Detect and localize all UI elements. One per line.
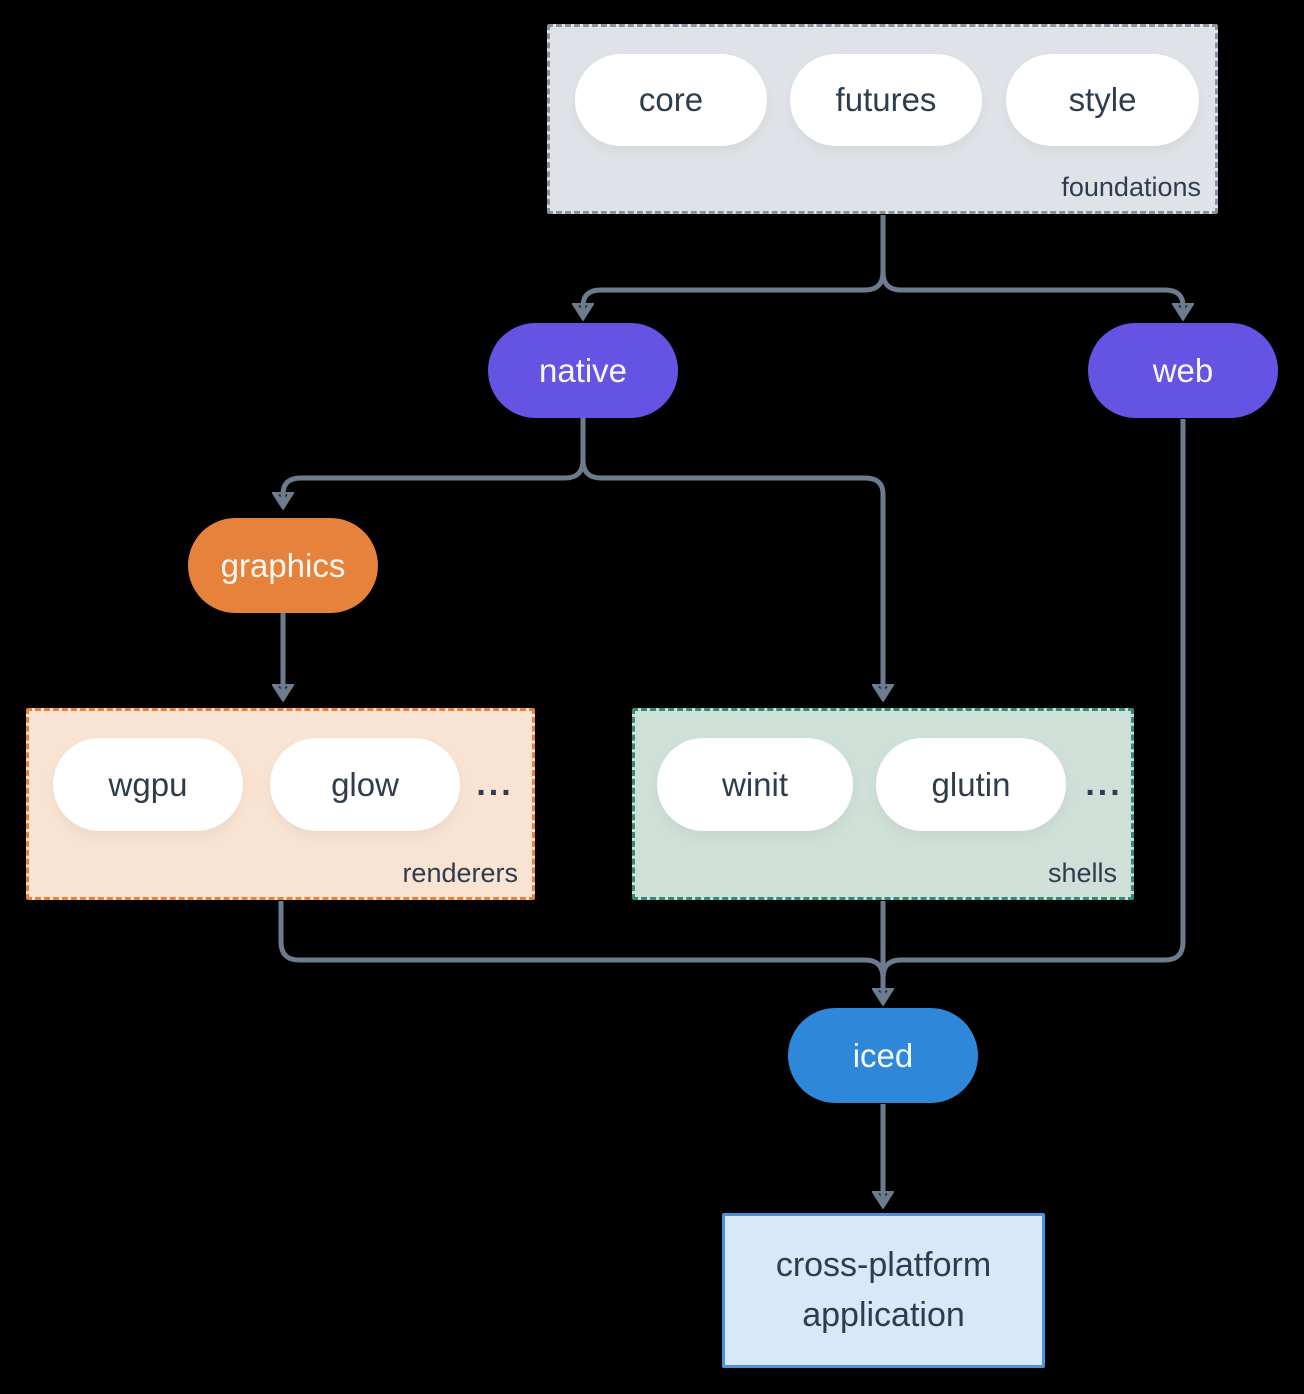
node-glutin-label: glutin [931,765,1011,803]
node-iced-label: iced [852,1036,914,1074]
edge-native-graphics [283,418,586,505]
group-renderers-label: renderers [402,858,518,888]
node-iced: iced [788,1008,978,1103]
edge-foundations-web [880,215,1183,316]
node-web-label: web [1152,351,1214,389]
node-glow: glow [270,738,460,831]
node-winit: winit [657,738,853,831]
group-renderers: wgpu glow ... renderers [26,708,535,900]
node-glow-label: glow [331,765,399,803]
node-wgpu: wgpu [53,738,243,831]
node-application: cross-platform application [722,1213,1045,1368]
edge-foundations-native [583,215,886,316]
node-futures: futures [790,54,982,146]
node-style: style [1006,54,1199,146]
node-native: native [488,323,678,418]
node-graphics: graphics [188,518,378,613]
node-wgpu-label: wgpu [108,765,188,803]
edge-native-shells [580,418,883,697]
group-shells-label: shells [1047,858,1117,888]
node-futures-label: futures [835,81,937,118]
group-foundations-label: foundations [1061,172,1201,202]
node-core-label: core [638,81,704,118]
node-style-label: style [1068,81,1137,118]
renderers-ellipsis: ... [476,765,514,803]
node-glutin: glutin [876,738,1066,831]
node-winit-label: winit [721,765,789,803]
node-web: web [1088,323,1278,418]
edge-renderers-iced [278,901,886,979]
shells-ellipsis: ... [1085,765,1123,803]
node-core: core [575,54,767,146]
group-shells: winit glutin ... shells [632,708,1134,900]
group-foundations: core futures style foundations [547,24,1218,214]
node-application-label: cross-platform application [775,1246,992,1334]
node-native-label: native [538,351,628,389]
node-graphics-label: graphics [220,546,346,584]
